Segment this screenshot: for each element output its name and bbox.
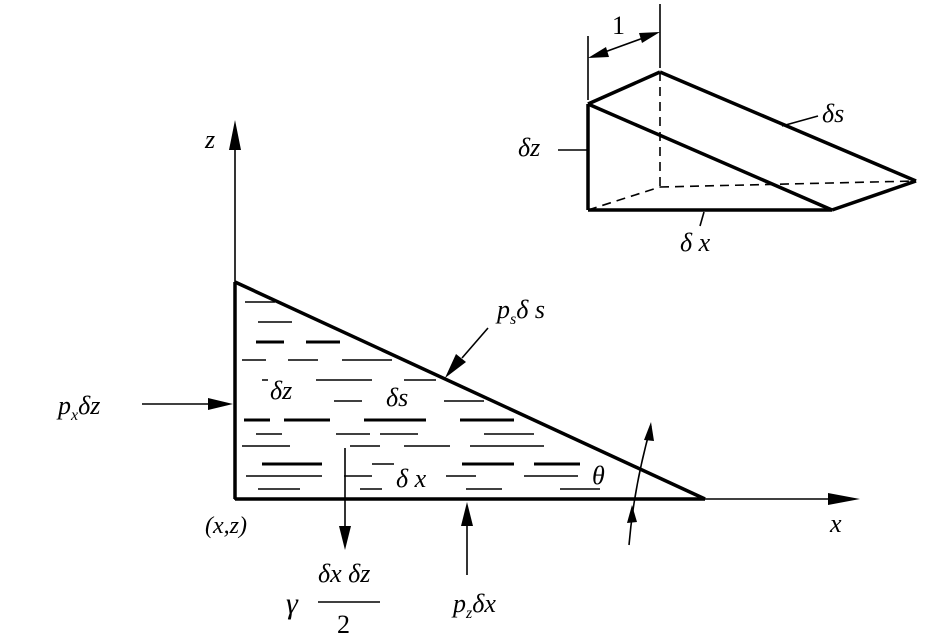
z-axis-label: z xyxy=(204,125,215,154)
bottom-force-sub: z xyxy=(465,605,473,622)
bottom-force-arrow xyxy=(461,502,473,575)
bottom-force-tail: δx xyxy=(472,589,496,618)
incline-force-sub: s xyxy=(510,311,516,328)
inset-width-dimension xyxy=(587,4,661,100)
left-force-arrow xyxy=(142,398,233,410)
fluid-wedge xyxy=(233,280,706,501)
ds-inner-label: δs xyxy=(386,383,408,412)
bottom-force-main: p xyxy=(451,589,466,618)
weight-arrow xyxy=(339,448,351,550)
incline-force-main: p xyxy=(495,295,510,324)
theta-label: θ xyxy=(592,461,605,490)
angle-arc xyxy=(627,422,654,546)
weight-label: γ δx δz 2 xyxy=(286,559,380,639)
dz-inner-label: δz xyxy=(270,376,292,405)
x-axis-label: x xyxy=(829,509,842,538)
incline-force-label: psδ s xyxy=(495,295,545,328)
weight-gamma: γ xyxy=(286,587,299,620)
bottom-force-label: pzδx xyxy=(451,589,496,622)
dx-inner-label: δ x xyxy=(396,464,427,493)
weight-denominator: 2 xyxy=(337,610,350,639)
inset-dx-label: δ x xyxy=(680,228,711,257)
incline-force-tail: δ s xyxy=(516,295,545,324)
left-force-tail: δz xyxy=(78,391,100,420)
inset-leaders xyxy=(558,115,819,227)
inset-prism xyxy=(586,70,917,212)
inset-dz-label: δz xyxy=(518,133,540,162)
inset-width-label: 1 xyxy=(612,11,625,40)
weight-numerator: δx δz xyxy=(318,559,370,588)
inset-ds-label: δs xyxy=(822,99,844,128)
left-force-main: p xyxy=(56,391,71,420)
left-force-sub: x xyxy=(70,407,78,424)
incline-force-arrow xyxy=(445,327,489,378)
left-force-label: pxδz xyxy=(56,391,100,424)
origin-label: (x,z) xyxy=(205,513,247,539)
